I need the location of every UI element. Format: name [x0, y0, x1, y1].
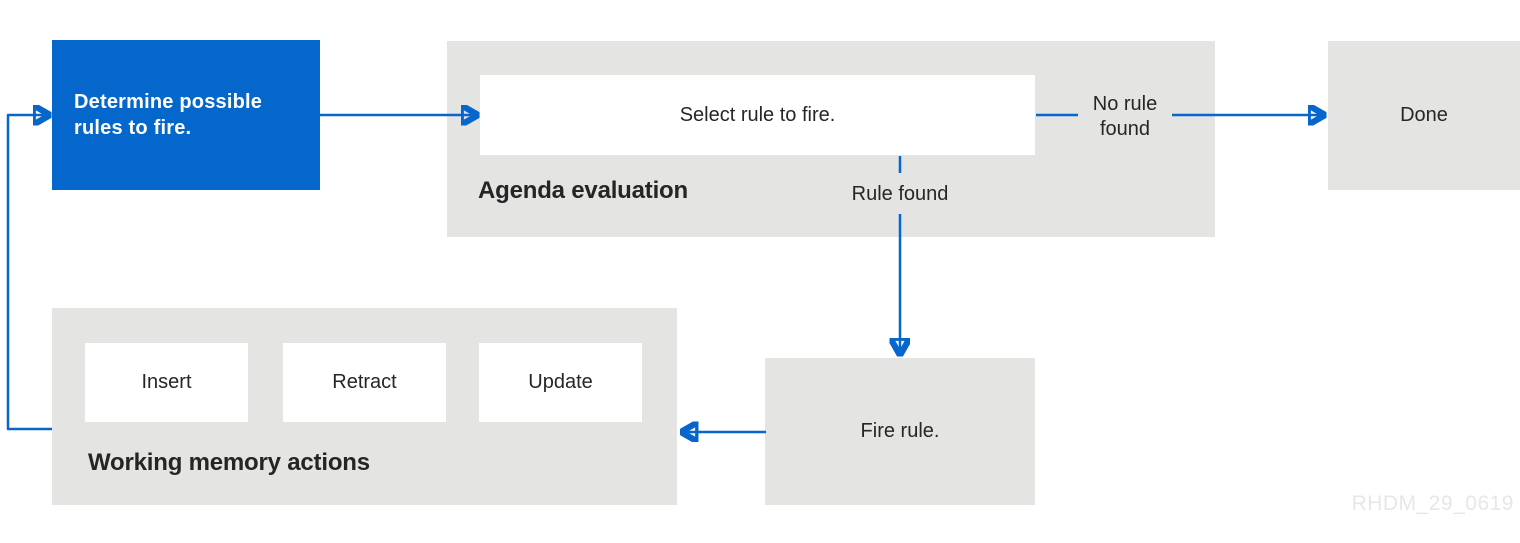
node-insert: Insert: [85, 343, 248, 422]
node-label: Determine possible rules to fire.: [74, 91, 263, 139]
node-fire-rule: Fire rule.: [765, 358, 1035, 505]
node-update: Update: [479, 343, 642, 422]
arrow-loop-working-memory-to-determine: [6, 115, 52, 431]
node-label: Fire rule.: [860, 420, 940, 442]
node-label: Done: [1400, 104, 1448, 126]
node-label: Update: [528, 371, 593, 393]
group-agenda-title: Agenda evaluation: [478, 177, 688, 204]
node-retract: Retract: [283, 343, 446, 422]
node-label: Select rule to fire.: [679, 103, 836, 126]
node-label: Insert: [141, 371, 192, 393]
node-select-rule-to-fire: Select rule to fire.: [480, 75, 1035, 155]
node-label: Retract: [332, 371, 397, 393]
edge-label-no-rule-found: No rule found: [1092, 93, 1158, 140]
node-determine-possible-rules: Determine possible rules to fire.: [52, 40, 320, 190]
node-done: Done: [1328, 41, 1520, 190]
edge-label-rule-found: Rule found: [851, 183, 949, 205]
watermark-text: RHDM_29_0619: [1351, 492, 1514, 515]
group-working-memory-title: Working memory actions: [88, 449, 370, 476]
